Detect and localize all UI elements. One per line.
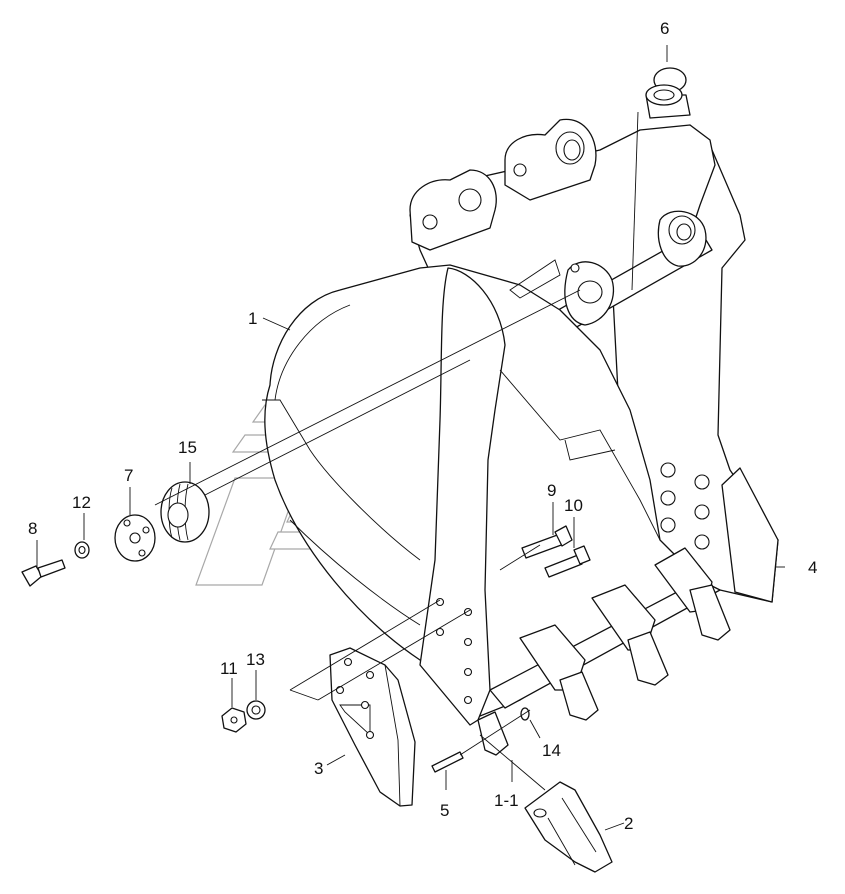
pin-5 <box>431 751 464 773</box>
callout-11: 11 <box>220 659 238 678</box>
callout-13: 13 <box>246 650 265 669</box>
nut-11 <box>221 707 247 733</box>
bolt-10 <box>544 545 591 578</box>
bolt-9 <box>521 525 573 559</box>
side-cutter-left <box>329 647 416 807</box>
callout-3: 3 <box>314 759 323 778</box>
bushing-6 <box>645 67 691 119</box>
bucket-body <box>262 118 779 726</box>
callout-10: 10 <box>564 496 583 515</box>
plate-7 <box>114 514 156 562</box>
spacer-15 <box>160 481 210 543</box>
callout-1-1: 1-1 <box>494 791 519 810</box>
washer-12 <box>74 541 90 559</box>
callout-labels: 1 6 4 15 7 12 8 9 10 11 13 3 5 1-1 14 2 <box>28 19 817 833</box>
side-cutter-right <box>721 467 779 603</box>
callout-5: 5 <box>440 801 449 820</box>
washer-13 <box>246 700 266 720</box>
lock-14 <box>520 707 530 721</box>
callout-14: 14 <box>542 741 561 760</box>
leader-lines <box>36 45 785 831</box>
callout-8: 8 <box>28 519 37 538</box>
bolt-8 <box>21 559 66 587</box>
tooth-adapters <box>477 547 731 756</box>
callout-7: 7 <box>124 466 133 485</box>
callout-2: 2 <box>624 814 633 833</box>
callout-12: 12 <box>72 493 91 512</box>
bucket-tooth-2 <box>524 781 613 873</box>
callout-6: 6 <box>660 19 669 38</box>
callout-4: 4 <box>808 558 817 577</box>
callout-9: 9 <box>547 481 556 500</box>
callout-1: 1 <box>248 309 257 328</box>
callout-15: 15 <box>178 438 197 457</box>
